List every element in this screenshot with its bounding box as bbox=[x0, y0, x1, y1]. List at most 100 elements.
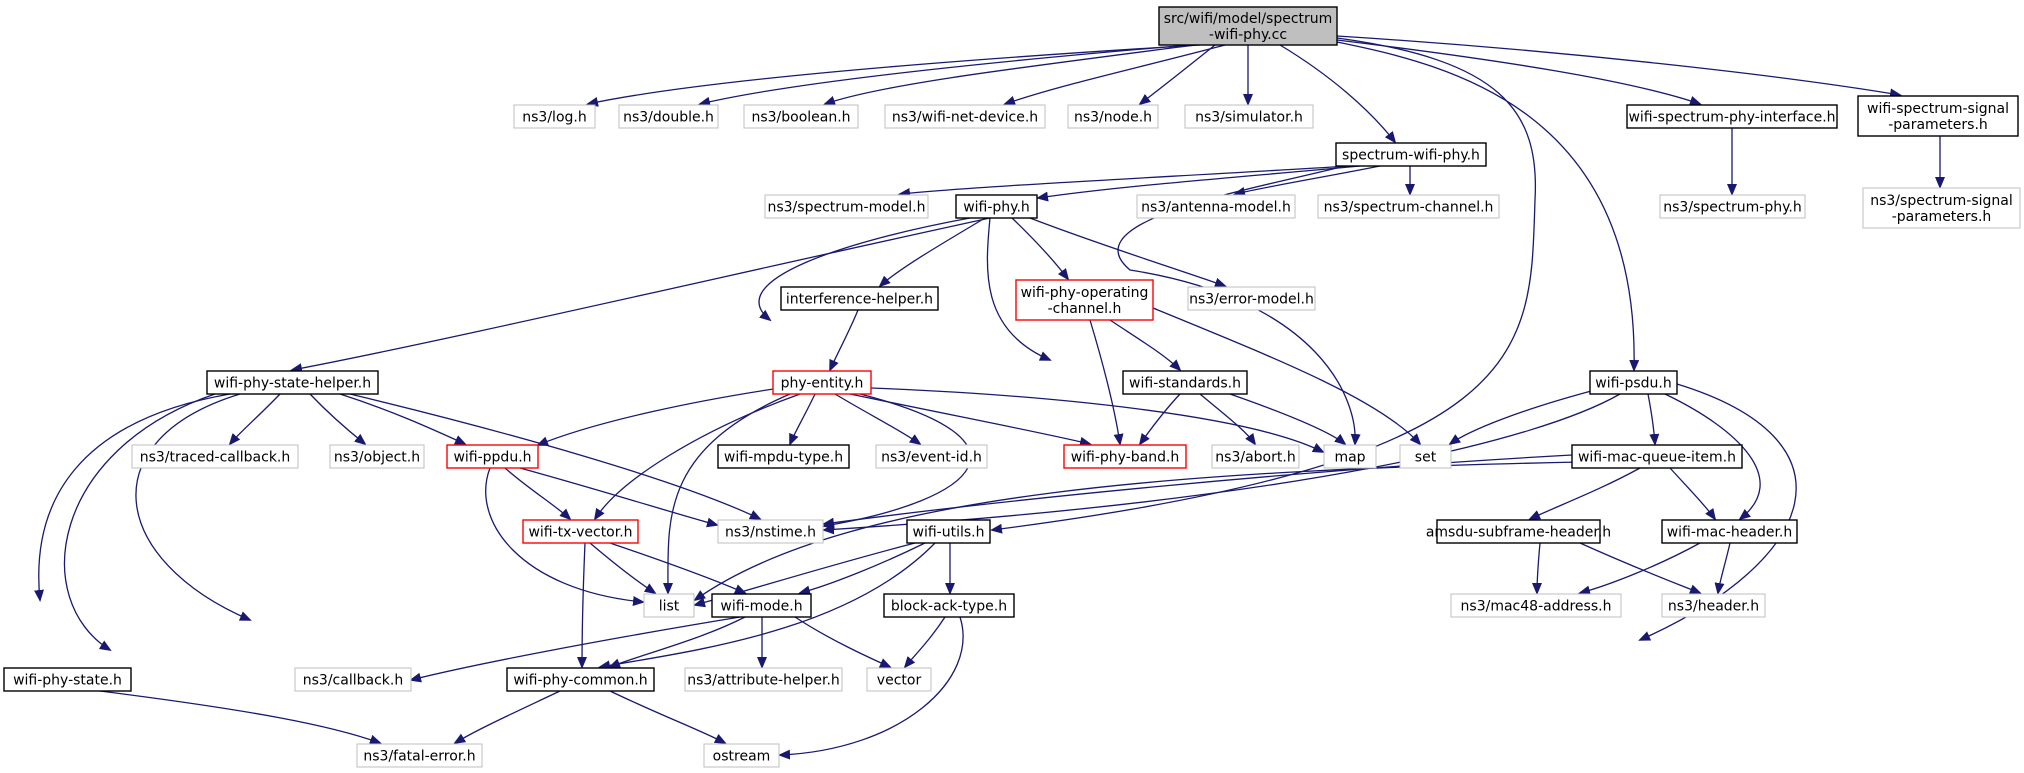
node-box bbox=[1857, 95, 2019, 137]
node-mqi[interactable]: wifi-mac-queue-item.h bbox=[1571, 444, 1743, 469]
node-box bbox=[866, 667, 932, 692]
node-set[interactable]: set bbox=[1399, 444, 1452, 469]
node-vector[interactable]: vector bbox=[866, 667, 932, 692]
node-nsssp[interactable]: ns3/spectrum-signal-parameters.h bbox=[1862, 187, 2021, 229]
node-netdev[interactable]: ns3/wifi-net-device.h bbox=[884, 104, 1046, 129]
edge-amsdu-header bbox=[1579, 542, 1702, 594]
node-specmodel[interactable]: ns3/spectrum-model.h bbox=[764, 194, 929, 219]
node-label: spectrum-wifi-phy.h bbox=[1342, 148, 1480, 164]
node-common[interactable]: wifi-phy-common.h bbox=[506, 667, 655, 692]
edge-txvec-common bbox=[577, 542, 588, 669]
node-swp[interactable]: spectrum-wifi-phy.h bbox=[1335, 142, 1487, 167]
node-box bbox=[1436, 519, 1601, 544]
node-root[interactable]: src/wifi/model/spectrum-wifi-phy.cc bbox=[1158, 6, 1338, 46]
edge-root-node bbox=[1138, 44, 1216, 106]
edge-txvec-list bbox=[589, 542, 657, 595]
node-antenna[interactable]: ns3/antenna-model.h bbox=[1136, 194, 1296, 219]
node-label: ns3/double.h bbox=[623, 110, 714, 126]
edge-standards-phyband bbox=[1138, 393, 1181, 446]
node-simulator[interactable]: ns3/simulator.h bbox=[1184, 104, 1314, 129]
edge-ppdu-list bbox=[485, 467, 645, 606]
node-box bbox=[764, 194, 929, 219]
node-mac48[interactable]: ns3/mac48-address.h bbox=[1450, 593, 1622, 618]
node-label: ns3/simulator.h bbox=[1195, 110, 1303, 126]
node-standards[interactable]: wifi-standards.h bbox=[1122, 370, 1248, 395]
node-label: wifi-mac-header.h bbox=[1667, 525, 1793, 541]
node-box bbox=[329, 444, 425, 469]
node-box bbox=[1158, 6, 1338, 46]
node-utils[interactable]: wifi-utils.h bbox=[906, 519, 991, 544]
node-label: ns3/mac48-address.h bbox=[1461, 599, 1612, 615]
node-list[interactable]: list bbox=[643, 593, 695, 618]
node-phyent[interactable]: phy-entity.h bbox=[772, 370, 872, 395]
node-phyband[interactable]: wifi-phy-band.h bbox=[1063, 444, 1187, 469]
edge-machdr-header bbox=[1714, 542, 1731, 595]
node-opchan[interactable]: wifi-phy-operating-channel.h bbox=[1015, 279, 1154, 321]
node-nstime[interactable]: ns3/nstime.h bbox=[717, 519, 824, 544]
node-object[interactable]: ns3/object.h bbox=[329, 444, 425, 469]
node-mode[interactable]: wifi-mode.h bbox=[711, 593, 812, 618]
edge-root-double bbox=[698, 44, 1191, 107]
edge-mode-common bbox=[608, 616, 746, 668]
node-log[interactable]: ns3/log.h bbox=[513, 104, 596, 129]
edge-standards-abort bbox=[1199, 393, 1257, 446]
edge-blockack-ostream bbox=[778, 616, 964, 760]
node-psdu[interactable]: wifi-psdu.h bbox=[1589, 370, 1678, 395]
node-errmodel[interactable]: ns3/error-model.h bbox=[1187, 286, 1316, 311]
node-box bbox=[717, 444, 850, 469]
node-tracedcb[interactable]: ns3/traced-callback.h bbox=[131, 444, 299, 469]
node-ppdu[interactable]: wifi-ppdu.h bbox=[446, 444, 539, 469]
node-map[interactable]: map bbox=[1323, 444, 1377, 469]
edge-mqi-amsdu bbox=[1528, 467, 1641, 520]
node-wifiphy[interactable]: wifi-phy.h bbox=[955, 194, 1038, 219]
node-phystate[interactable]: wifi-phy-state.h bbox=[3, 667, 132, 692]
edge-swp-specmodel bbox=[898, 165, 1351, 198]
node-fatal[interactable]: ns3/fatal-error.h bbox=[356, 743, 483, 768]
edge-wifiphy-wpsh bbox=[290, 217, 991, 374]
node-label: ns3/callback.h bbox=[303, 673, 403, 689]
node-double[interactable]: ns3/double.h bbox=[618, 104, 719, 129]
node-box bbox=[1589, 370, 1678, 395]
edge-interf-phyent bbox=[829, 309, 859, 372]
node-abort[interactable]: ns3/abort.h bbox=[1211, 444, 1300, 469]
node-label: ns3/attribute-helper.h bbox=[687, 673, 840, 689]
nodes-layer: src/wifi/model/spectrum-wifi-phy.cc ns3/l… bbox=[3, 6, 2021, 768]
node-blockack[interactable]: block-ack-type.h bbox=[883, 593, 1015, 618]
node-box bbox=[1184, 104, 1314, 129]
node-label: wifi-psdu.h bbox=[1595, 376, 1671, 392]
edges-layer bbox=[34, 35, 1945, 760]
node-boolean[interactable]: ns3/boolean.h bbox=[743, 104, 859, 129]
edge-common-fatal bbox=[453, 690, 561, 745]
node-label: wifi-spectrum-signal bbox=[1867, 101, 2009, 117]
node-callback[interactable]: ns3/callback.h bbox=[294, 667, 412, 692]
node-node[interactable]: ns3/node.h bbox=[1067, 104, 1159, 129]
node-box bbox=[643, 593, 695, 618]
node-box bbox=[1661, 519, 1798, 544]
node-amsdu[interactable]: amsdu-subframe-header.h bbox=[1426, 519, 1611, 544]
node-interf[interactable]: interference-helper.h bbox=[780, 286, 939, 311]
node-eventid[interactable]: ns3/event-id.h bbox=[875, 444, 988, 469]
node-mputype[interactable]: wifi-mpdu-type.h bbox=[717, 444, 850, 469]
edge-swp-antenna bbox=[1233, 165, 1381, 197]
edge-psdu-set bbox=[1448, 389, 1596, 446]
edge-psdu-mqi bbox=[1647, 393, 1660, 446]
node-wssp[interactable]: wifi-spectrum-signal-parameters.h bbox=[1857, 95, 2019, 137]
node-specphy[interactable]: ns3/spectrum-phy.h bbox=[1659, 194, 1806, 219]
edge-wifiphy-standards bbox=[986, 217, 1052, 361]
node-ostream[interactable]: ostream bbox=[703, 743, 780, 768]
node-txvec[interactable]: wifi-tx-vector.h bbox=[522, 519, 639, 544]
node-label: ns3/node.h bbox=[1074, 110, 1152, 126]
node-label: ns3/spectrum-model.h bbox=[767, 200, 925, 216]
node-wspi[interactable]: wifi-spectrum-phy-interface.h bbox=[1626, 104, 1838, 129]
node-label: wifi-utils.h bbox=[913, 525, 985, 541]
node-wpsh[interactable]: wifi-phy-state-helper.h bbox=[206, 370, 379, 395]
node-machdr[interactable]: wifi-mac-header.h bbox=[1661, 519, 1798, 544]
node-specchan[interactable]: ns3/spectrum-channel.h bbox=[1317, 194, 1500, 219]
node-header[interactable]: ns3/header.h bbox=[1661, 593, 1766, 618]
node-label: ns3/object.h bbox=[334, 450, 420, 466]
edge-root-utils bbox=[990, 37, 1537, 534]
edge-mqi-nstime bbox=[822, 454, 1573, 528]
node-attrhelper[interactable]: ns3/attribute-helper.h bbox=[684, 667, 843, 692]
node-label: wifi-phy.h bbox=[963, 200, 1030, 216]
edge-wpsh-tracedcb bbox=[228, 393, 281, 446]
